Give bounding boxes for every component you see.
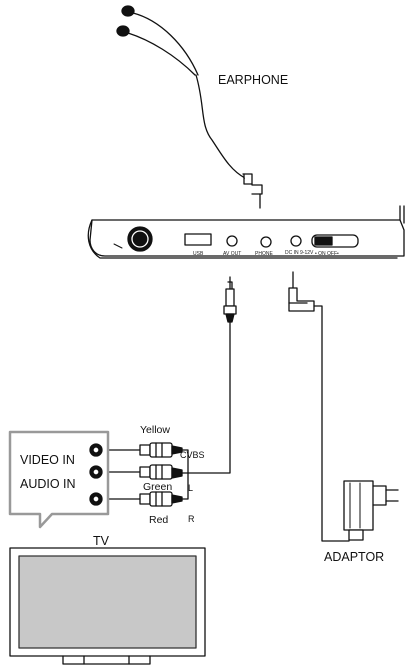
cvbs-label: CVBS: [180, 450, 205, 460]
tv-input-callout: [8, 430, 110, 529]
usb-port-label: USB: [193, 251, 204, 257]
dc-in-port: [290, 235, 302, 247]
phone-port: [260, 236, 272, 248]
earphone-illustration: [116, 5, 263, 209]
phone-port-label: PHONE: [255, 251, 273, 257]
video-in-label: VIDEO IN: [20, 453, 75, 467]
av-out-port: [226, 235, 238, 247]
power-adaptor: [343, 480, 399, 541]
yellow-label: Yellow: [140, 424, 170, 436]
red-label: Red: [149, 514, 169, 526]
audio-in-label: AUDIO IN: [20, 477, 76, 491]
tv-illustration: [9, 547, 206, 665]
portable-player-device: [87, 205, 405, 259]
on-off-label: • ON OFF•: [315, 251, 339, 257]
r-channel-label: R: [188, 514, 195, 524]
usb-port: [184, 233, 212, 246]
power-switch: [311, 234, 359, 248]
green-label: Green: [143, 481, 173, 493]
dc-in-port-label: DC IN 9-12V: [285, 250, 314, 256]
dc-cable: [288, 271, 350, 542]
av-out-port-label: AV OUT: [223, 251, 242, 257]
tv-label: TV: [93, 534, 109, 548]
adaptor-label: ADAPTOR: [324, 550, 385, 564]
l-channel-label: L: [188, 483, 194, 493]
av-cable: [181, 276, 237, 474]
rca-cables: [97, 442, 189, 507]
earphone-label: EARPHONE: [218, 73, 289, 87]
